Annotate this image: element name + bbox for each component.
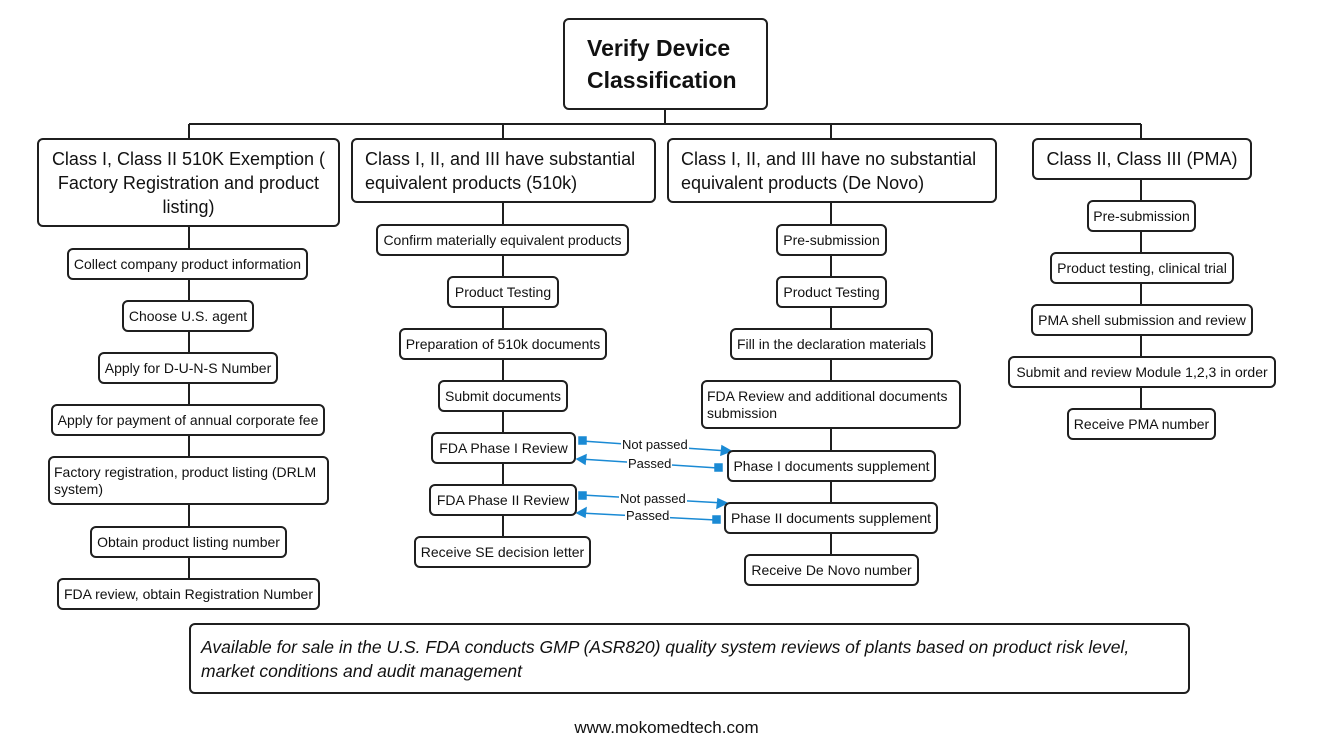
step-box: Choose U.S. agent xyxy=(122,300,254,332)
step-box: Collect company product information xyxy=(67,248,308,280)
root-title: Verify Device Classification xyxy=(587,35,737,93)
step-box: Receive PMA number xyxy=(1067,408,1216,440)
gmp-note: Available for sale in the U.S. FDA condu… xyxy=(189,623,1190,694)
step-box: Fill in the declaration materials xyxy=(730,328,933,360)
step-box-phase-2-supplement: Phase II documents supplement xyxy=(724,502,938,534)
step-box-phase-1-review: FDA Phase I Review xyxy=(431,432,576,464)
step-box: Receive SE decision letter xyxy=(414,536,591,568)
step-box: Submit documents xyxy=(438,380,568,412)
step-box-phase-1-supplement: Phase I documents supplement xyxy=(727,450,936,482)
step-box: Pre-submission xyxy=(776,224,887,256)
edge-label-not-passed: Not passed xyxy=(619,491,687,506)
edge-label-passed: Passed xyxy=(625,508,671,523)
edge-label-not-passed: Not passed xyxy=(621,437,689,452)
step-box: Apply for D-U-N-S Number xyxy=(98,352,278,384)
step-box: Product Testing xyxy=(776,276,887,308)
step-box: Preparation of 510k documents xyxy=(399,328,607,360)
step-box: Product testing, clinical trial xyxy=(1050,252,1234,284)
step-box: Submit and review Module 1,2,3 in order xyxy=(1008,356,1276,388)
step-box-phase-2-review: FDA Phase II Review xyxy=(429,484,577,516)
column-header-510k: Class I, II, and III have substantial eq… xyxy=(351,138,656,203)
step-box: Factory registration, product listing (D… xyxy=(48,456,329,505)
step-box: FDA Review and additional documents subm… xyxy=(701,380,961,429)
column-header-pma: Class II, Class III (PMA) xyxy=(1032,138,1252,180)
step-box: Confirm materially equivalent products xyxy=(376,224,629,256)
step-box: Pre-submission xyxy=(1087,200,1196,232)
step-box: Product Testing xyxy=(447,276,559,308)
step-box: Obtain product listing number xyxy=(90,526,287,558)
root-node: Verify Device Classification xyxy=(563,18,768,110)
step-box: FDA review, obtain Registration Number xyxy=(57,578,320,610)
edge-label-passed: Passed xyxy=(627,456,673,471)
footer-url: www.mokomedtech.com xyxy=(574,718,759,737)
step-box: Apply for payment of annual corporate fe… xyxy=(51,404,325,436)
column-header-510k-exemption: Class I, Class II 510K Exemption ( Facto… xyxy=(37,138,340,227)
step-box: Receive De Novo number xyxy=(744,554,919,586)
step-box: PMA shell submission and review xyxy=(1031,304,1253,336)
column-header-de-novo: Class I, II, and III have no substantial… xyxy=(667,138,997,203)
